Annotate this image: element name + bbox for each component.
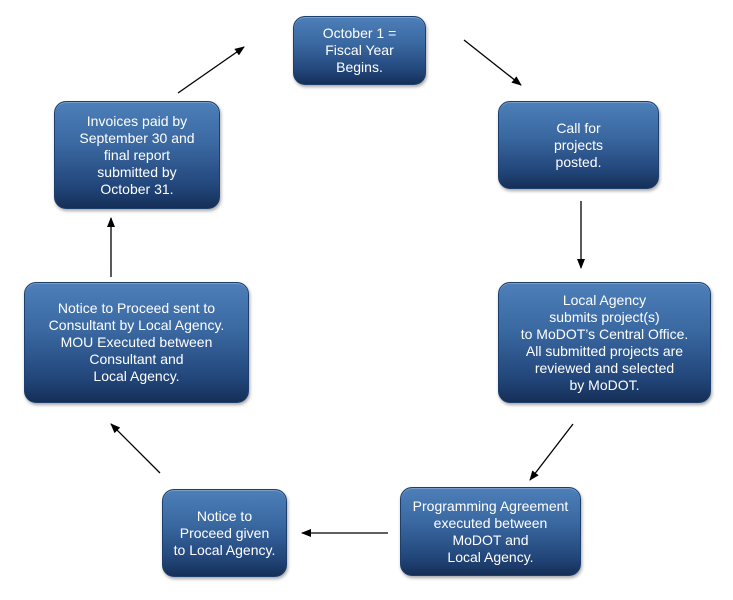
step-local-agency-submits: Local Agency submits project(s) to MoDOT… bbox=[498, 282, 711, 403]
step-notice-to-proceed-given-text: Notice to Proceed given to Local Agency. bbox=[173, 507, 276, 558]
step-invoices-paid-text: Invoices paid by September 30 and final … bbox=[79, 112, 195, 197]
arrow-invoices-to-fiscal bbox=[177, 46, 245, 94]
step-local-agency-submits-text: Local Agency submits project(s) to MoDOT… bbox=[520, 291, 689, 393]
step-fiscal-year-begins-text: October 1 = Fiscal Year Begins. bbox=[322, 25, 397, 75]
arrow-notice-to-consultant bbox=[110, 423, 161, 474]
step-programming-agreement-text: Programming Agreement executed between M… bbox=[412, 497, 569, 565]
step-fiscal-year-begins: October 1 = Fiscal Year Begins. bbox=[293, 16, 426, 85]
arrow-submit-to-agreement bbox=[529, 423, 574, 481]
step-call-for-projects: Call for projects posted. bbox=[498, 101, 659, 189]
step-notice-to-consultant: Notice to Proceed sent to Consultant by … bbox=[24, 282, 249, 403]
step-programming-agreement: Programming Agreement executed between M… bbox=[400, 487, 581, 576]
step-notice-to-consultant-text: Notice to Proceed sent to Consultant by … bbox=[48, 300, 225, 384]
step-call-for-projects-text: Call for projects posted. bbox=[553, 119, 604, 170]
step-notice-to-proceed-given: Notice to Proceed given to Local Agency. bbox=[162, 489, 287, 577]
step-invoices-paid: Invoices paid by September 30 and final … bbox=[54, 101, 220, 209]
arrow-fiscal-to-call bbox=[463, 39, 522, 86]
